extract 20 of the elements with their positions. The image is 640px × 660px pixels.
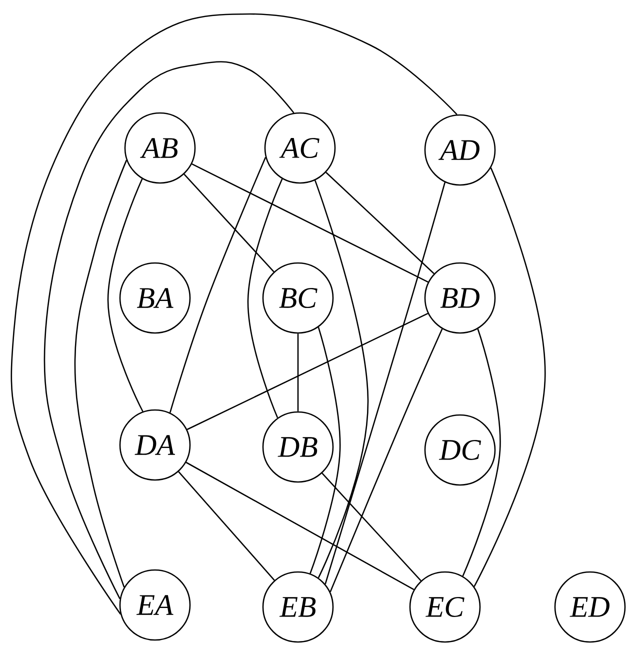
edge-line (297, 334, 299, 412)
edge-line (474, 168, 546, 587)
edge-line (322, 472, 422, 582)
edge-line (107, 178, 144, 412)
edge-line (247, 178, 283, 418)
edge-line (326, 172, 434, 274)
edge-line (192, 163, 428, 283)
edge-line (310, 327, 341, 574)
edge-line (330, 328, 443, 592)
edge-line (178, 471, 275, 581)
edge-line (44, 61, 294, 600)
edge-line (314, 180, 369, 578)
edge-line (186, 462, 414, 590)
edge-line (186, 312, 428, 430)
edge-line (169, 156, 266, 413)
edge-line (74, 160, 128, 588)
edge-line (324, 182, 446, 584)
edge-line (10, 13, 458, 615)
edge-line (462, 328, 501, 576)
edge-line (184, 174, 274, 272)
